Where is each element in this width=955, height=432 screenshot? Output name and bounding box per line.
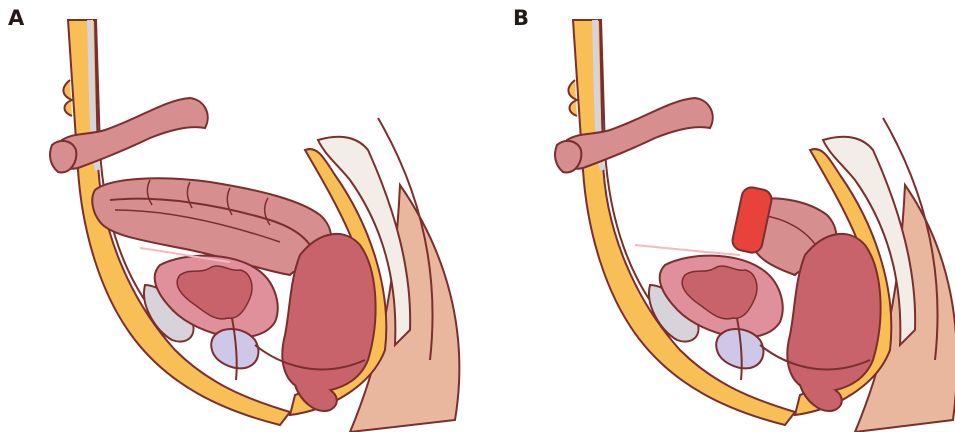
- panel-b: B: [505, 0, 955, 432]
- umbilicus: [568, 80, 577, 116]
- panel-a: A: [0, 0, 470, 432]
- pelvis-diagram-a: [0, 0, 470, 432]
- pelvis-diagram-b: [505, 0, 955, 432]
- bowel-ending: [555, 141, 581, 173]
- umbilicus: [63, 80, 72, 116]
- peritoneal-reflection: [635, 245, 740, 255]
- bowel-ending: [50, 141, 76, 173]
